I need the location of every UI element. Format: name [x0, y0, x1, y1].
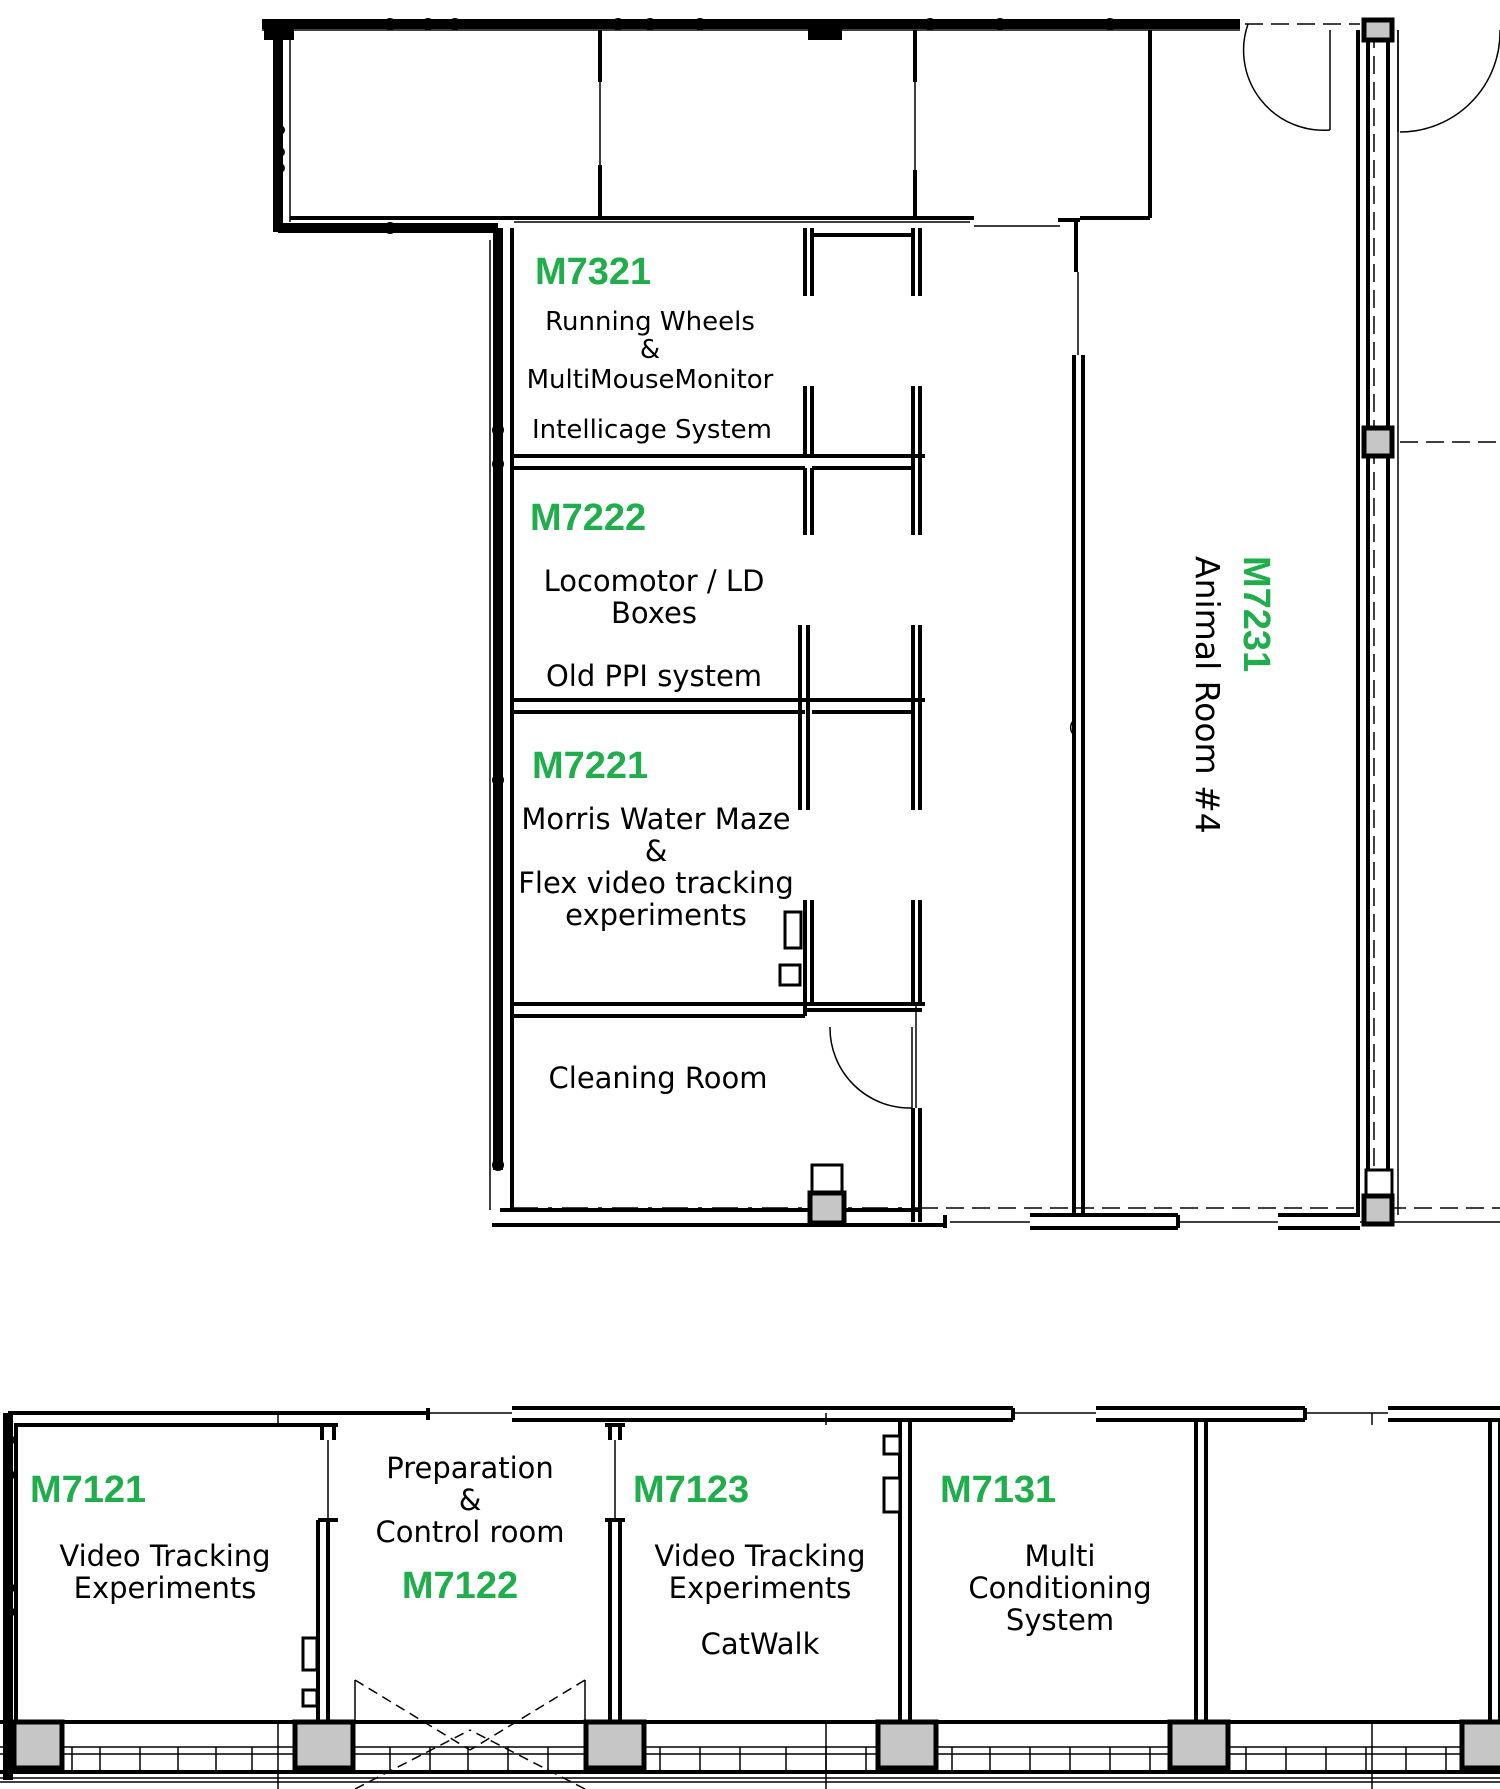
room-label-line: Experiments [669, 1571, 852, 1605]
room-code-m7222: M7222 [530, 497, 646, 539]
upper-block-walls [262, 17, 1500, 1672]
room-cleaning: Cleaning Room [549, 1061, 768, 1095]
room-label-line: experiments [565, 898, 747, 932]
room-label-line: Experiments [74, 1571, 257, 1605]
room-label-line: Intellicage System [532, 415, 772, 445]
lower-block-walls [0, 1406, 1500, 1789]
room-m7221: M7221 Morris Water Maze & Flex video tra… [518, 745, 794, 932]
room-m7123: M7123 Video Tracking Experiments CatWalk [633, 1469, 866, 1661]
room-label-line: & [459, 1483, 482, 1517]
room-label-line: Conditioning [968, 1571, 1151, 1605]
room-label-line: System [1006, 1603, 1114, 1637]
room-label-line: Locomotor / LD [544, 564, 765, 598]
room-label-line: Cleaning Room [549, 1061, 768, 1095]
room-code-m7321: M7321 [535, 251, 651, 293]
room-label-line: Animal Room #4 [1188, 556, 1227, 834]
room-label-line: Preparation [386, 1451, 554, 1485]
room-label-line: Boxes [611, 596, 697, 630]
room-m7122: Preparation & Control room M7122 [375, 1451, 564, 1607]
room-label-line: Morris Water Maze [521, 802, 790, 836]
room-code-m7122: M7122 [402, 1565, 518, 1607]
room-code-m7131: M7131 [940, 1469, 1056, 1511]
room-code-m7231: M7231 [1235, 556, 1277, 672]
room-m7222: M7222 Locomotor / LD Boxes Old PPI syste… [530, 497, 764, 693]
room-label-line: Video Tracking [59, 1539, 270, 1573]
room-label-line: Old PPI system [546, 659, 762, 693]
room-code-m7123: M7123 [633, 1469, 749, 1511]
room-label-line: & [640, 335, 660, 365]
room-label-line: Running Wheels [545, 307, 755, 337]
room-m7121: M7121 Video Tracking Experiments [30, 1469, 271, 1605]
room-label-line: CatWalk [701, 1627, 820, 1661]
room-m7321: M7321 Running Wheels & MultiMouseMonitor… [527, 251, 774, 445]
room-label-line: Multi [1025, 1539, 1096, 1573]
room-label-line: MultiMouseMonitor [527, 365, 774, 395]
room-code-m7121: M7121 [30, 1469, 146, 1511]
room-m7231: M7231 Animal Room #4 [1188, 556, 1277, 834]
room-label-line: Flex video tracking [518, 866, 794, 900]
room-m7131: M7131 Multi Conditioning System [940, 1469, 1152, 1637]
room-label-line: & [645, 834, 668, 868]
room-code-m7221: M7221 [532, 745, 648, 787]
room-label-line: Video Tracking [654, 1539, 865, 1573]
room-label-line: Control room [375, 1515, 564, 1549]
